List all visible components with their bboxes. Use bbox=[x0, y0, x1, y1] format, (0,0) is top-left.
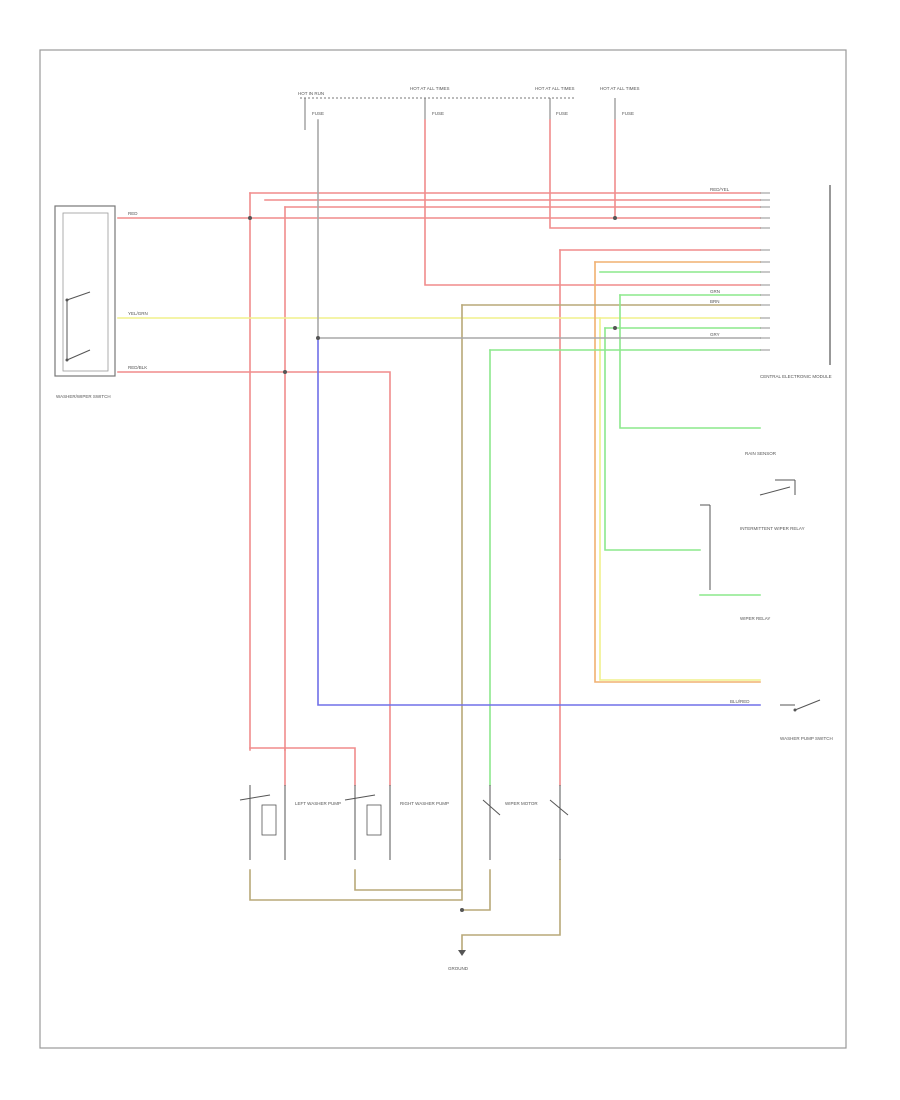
svg-text:BLU/RED: BLU/RED bbox=[730, 699, 750, 704]
svg-text:RED: RED bbox=[128, 211, 138, 216]
red-wire-bundle bbox=[117, 119, 761, 786]
svg-text:INTERMITTENT WIPER RELAY: INTERMITTENT WIPER RELAY bbox=[740, 526, 805, 531]
washer-switch-label: WASHER/WIPER SWITCH bbox=[56, 394, 111, 399]
washer-wiper-switch: WASHER/WIPER SWITCH bbox=[54, 205, 116, 399]
green-wire bbox=[489, 271, 761, 786]
pump-switch: WASHER PUMP SWITCH bbox=[780, 699, 833, 741]
ground-symbol: GROUND bbox=[448, 950, 469, 971]
svg-text:RAIN SENSOR: RAIN SENSOR bbox=[745, 451, 777, 456]
svg-text:HOT AT ALL TIMES: HOT AT ALL TIMES bbox=[410, 86, 450, 91]
right-washer-pump: RIGHT WASHER PUMP bbox=[344, 785, 449, 860]
svg-text:GRY: GRY bbox=[710, 332, 720, 337]
fuse-labels: HOT IN RUN HOT AT ALL TIMES HOT AT ALL T… bbox=[298, 86, 640, 116]
svg-text:RED/BLK: RED/BLK bbox=[128, 365, 147, 370]
connector-pins-right bbox=[760, 192, 770, 351]
orange-wire bbox=[594, 261, 761, 683]
svg-text:FUSE: FUSE bbox=[432, 111, 444, 116]
splice-points bbox=[248, 216, 617, 912]
svg-text:RIGHT WASHER PUMP: RIGHT WASHER PUMP bbox=[400, 801, 449, 806]
svg-text:HOT AT ALL TIMES: HOT AT ALL TIMES bbox=[535, 86, 575, 91]
yellow-wire bbox=[117, 317, 761, 681]
blue-wire bbox=[317, 337, 761, 706]
svg-text:BRN: BRN bbox=[710, 299, 720, 304]
wiper-motor-bottom bbox=[549, 785, 569, 860]
left-washer-pump: LEFT WASHER PUMP bbox=[239, 785, 341, 860]
brown-wire bbox=[249, 304, 761, 951]
svg-text:RED/YEL: RED/YEL bbox=[710, 187, 730, 192]
svg-text:FUSE: FUSE bbox=[622, 111, 634, 116]
svg-text:HOT AT ALL TIMES: HOT AT ALL TIMES bbox=[600, 86, 640, 91]
svg-text:GRN: GRN bbox=[710, 289, 720, 294]
ccm-label: CENTRAL ELECTRONIC MODULE bbox=[760, 374, 832, 379]
intermittent-relay: INTERMITTENT WIPER RELAY RAIN SENSOR WIP… bbox=[700, 451, 805, 621]
svg-text:WASHER PUMP SWITCH: WASHER PUMP SWITCH bbox=[780, 736, 833, 741]
svg-text:HOT IN RUN: HOT IN RUN bbox=[298, 91, 324, 96]
svg-text:LEFT WASHER PUMP: LEFT WASHER PUMP bbox=[295, 801, 341, 806]
svg-text:WIPER RELAY: WIPER RELAY bbox=[740, 616, 770, 621]
svg-text:FUSE: FUSE bbox=[556, 111, 568, 116]
svg-text:YEL/GRN: YEL/GRN bbox=[128, 311, 148, 316]
wire-color-labels: RED YEL/GRN RED/BLK RED/YEL GRN BRN BLU/… bbox=[128, 187, 750, 704]
diagram-frame bbox=[39, 49, 847, 1049]
washer-switch-bottom: WIPER MOTOR bbox=[482, 785, 538, 860]
svg-text:GROUND: GROUND bbox=[448, 966, 469, 971]
svg-text:WIPER MOTOR: WIPER MOTOR bbox=[505, 801, 538, 806]
svg-text:FUSE: FUSE bbox=[312, 111, 324, 116]
